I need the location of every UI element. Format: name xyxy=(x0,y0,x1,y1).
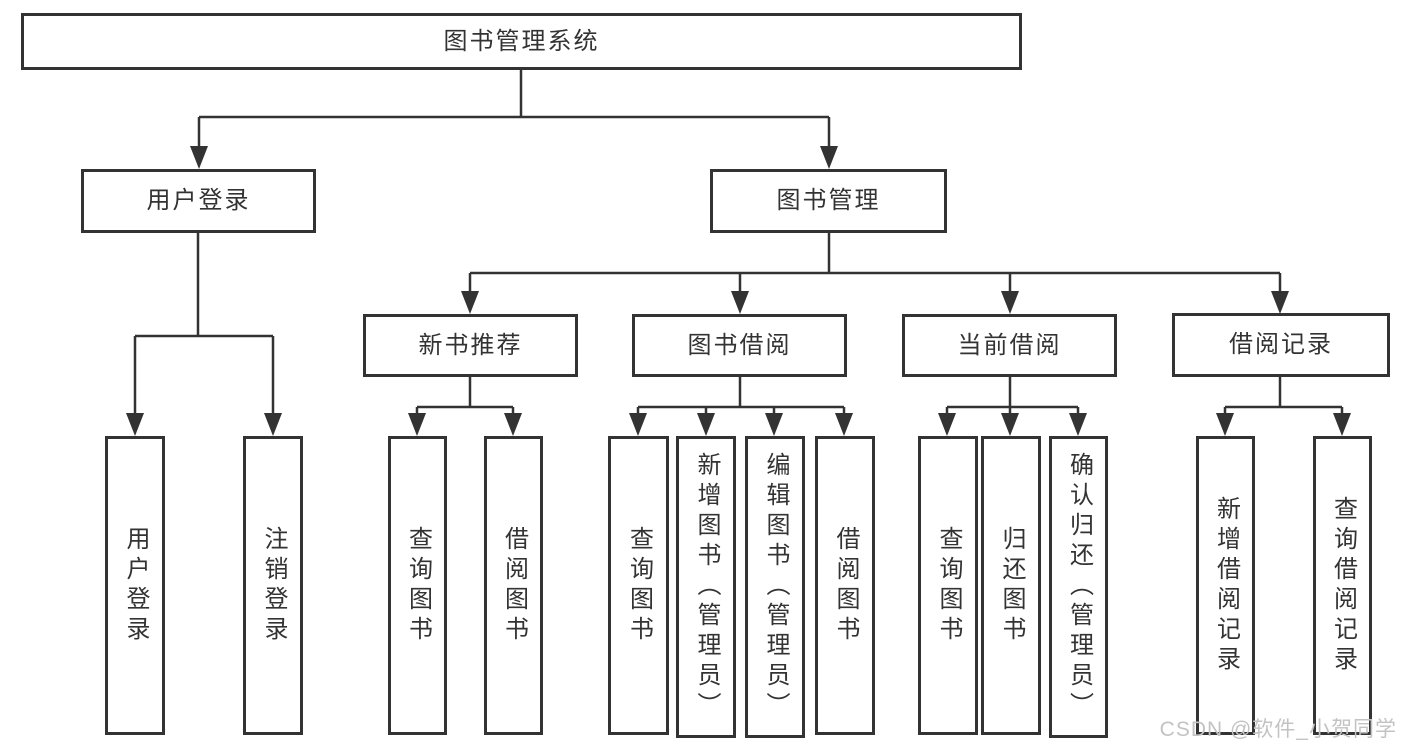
node-borrowing-records: 借阅记录 xyxy=(1172,313,1390,377)
leaf-current-confirm-return: 确认归还（管理员） xyxy=(1049,436,1108,738)
node-book-management: 图书管理 xyxy=(710,169,947,233)
leaf-user-login: 用户登录 xyxy=(105,436,165,735)
leaf-recommend-query-book: 查询图书 xyxy=(388,436,447,735)
leaf-current-return-book: 归还图书 xyxy=(981,436,1041,735)
leaf-records-add-record: 新增借阅记录 xyxy=(1196,436,1255,735)
leaf-recommend-borrow-book: 借阅图书 xyxy=(484,436,543,735)
leaf-borrowing-add-book: 新增图书（管理员） xyxy=(676,436,736,738)
node-user-login: 用户登录 xyxy=(81,169,316,233)
watermark: CSDN @软件_小贺同学 xyxy=(1159,718,1397,741)
leaf-borrowing-borrow-book: 借阅图书 xyxy=(815,436,875,735)
node-system-root: 图书管理系统 xyxy=(21,13,1022,70)
node-current-borrowing: 当前借阅 xyxy=(902,314,1117,377)
node-book-borrowing: 图书借阅 xyxy=(632,314,847,377)
node-new-book-recommend: 新书推荐 xyxy=(363,314,578,377)
leaf-logout: 注销登录 xyxy=(243,436,303,735)
leaf-records-query-record: 查询借阅记录 xyxy=(1313,436,1372,735)
leaf-borrowing-edit-book: 编辑图书（管理员） xyxy=(745,436,805,738)
leaf-borrowing-query-book: 查询图书 xyxy=(608,436,669,735)
leaf-current-query-book: 查询图书 xyxy=(918,436,978,735)
